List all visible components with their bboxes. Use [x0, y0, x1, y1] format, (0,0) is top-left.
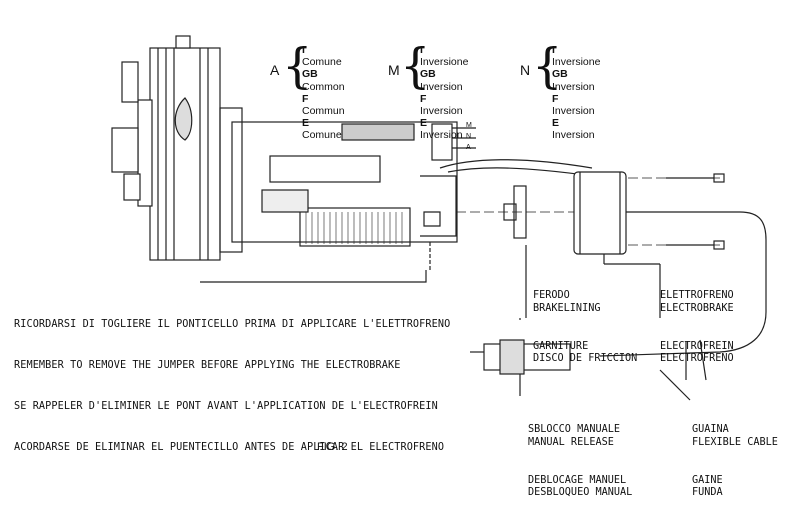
- legend-lines-m: I Inversione GB Inversion F Inversion E …: [420, 44, 469, 142]
- motor-body: [219, 107, 458, 270]
- motor-diagram: M N A: [111, 35, 767, 401]
- legend-lines-n: I Inversione GB Inversion F Inversion E …: [552, 44, 601, 142]
- note-line: SE RAPPELER D'ELIMINER LE PONT AVANT L'A…: [14, 400, 438, 412]
- legend-key-m: M: [388, 62, 400, 78]
- terminal-label-m: M: [466, 122, 472, 129]
- brace-icon: {: [400, 38, 431, 94]
- legend-key-n: N: [520, 62, 531, 78]
- terminal-wires: [439, 127, 593, 177]
- terminal-label-a: A: [466, 144, 471, 151]
- flexible-cable: [599, 211, 767, 357]
- note-line: ACORDARSE DE ELIMINAR EL PUENTECILLO ANT…: [14, 441, 445, 453]
- note-line: RICORDARSI DI TOGLIERE IL PONTICELLO PRI…: [14, 319, 451, 331]
- legend-lines-a: I Comune GB Common F Commun E Comune: [302, 44, 345, 142]
- figure-caption: FIG. 2: [317, 441, 348, 453]
- fixing-screws: [666, 173, 725, 250]
- brace-icon: {: [282, 38, 313, 94]
- terminal-label-n: N: [466, 133, 471, 140]
- brace-icon: {: [532, 38, 563, 94]
- drive-pulley: [111, 35, 221, 261]
- brake-disc: [503, 185, 527, 318]
- note-line: REMEMBER TO REMOVE THE JUMPER BEFORE APP…: [14, 359, 401, 371]
- manual-release: [470, 339, 571, 396]
- legend-key-a: A: [270, 62, 280, 78]
- jumper-note: RICORDARSI DI TOGLIERE IL PONTICELLO PRI…: [14, 291, 450, 468]
- electrobrake: [573, 171, 661, 318]
